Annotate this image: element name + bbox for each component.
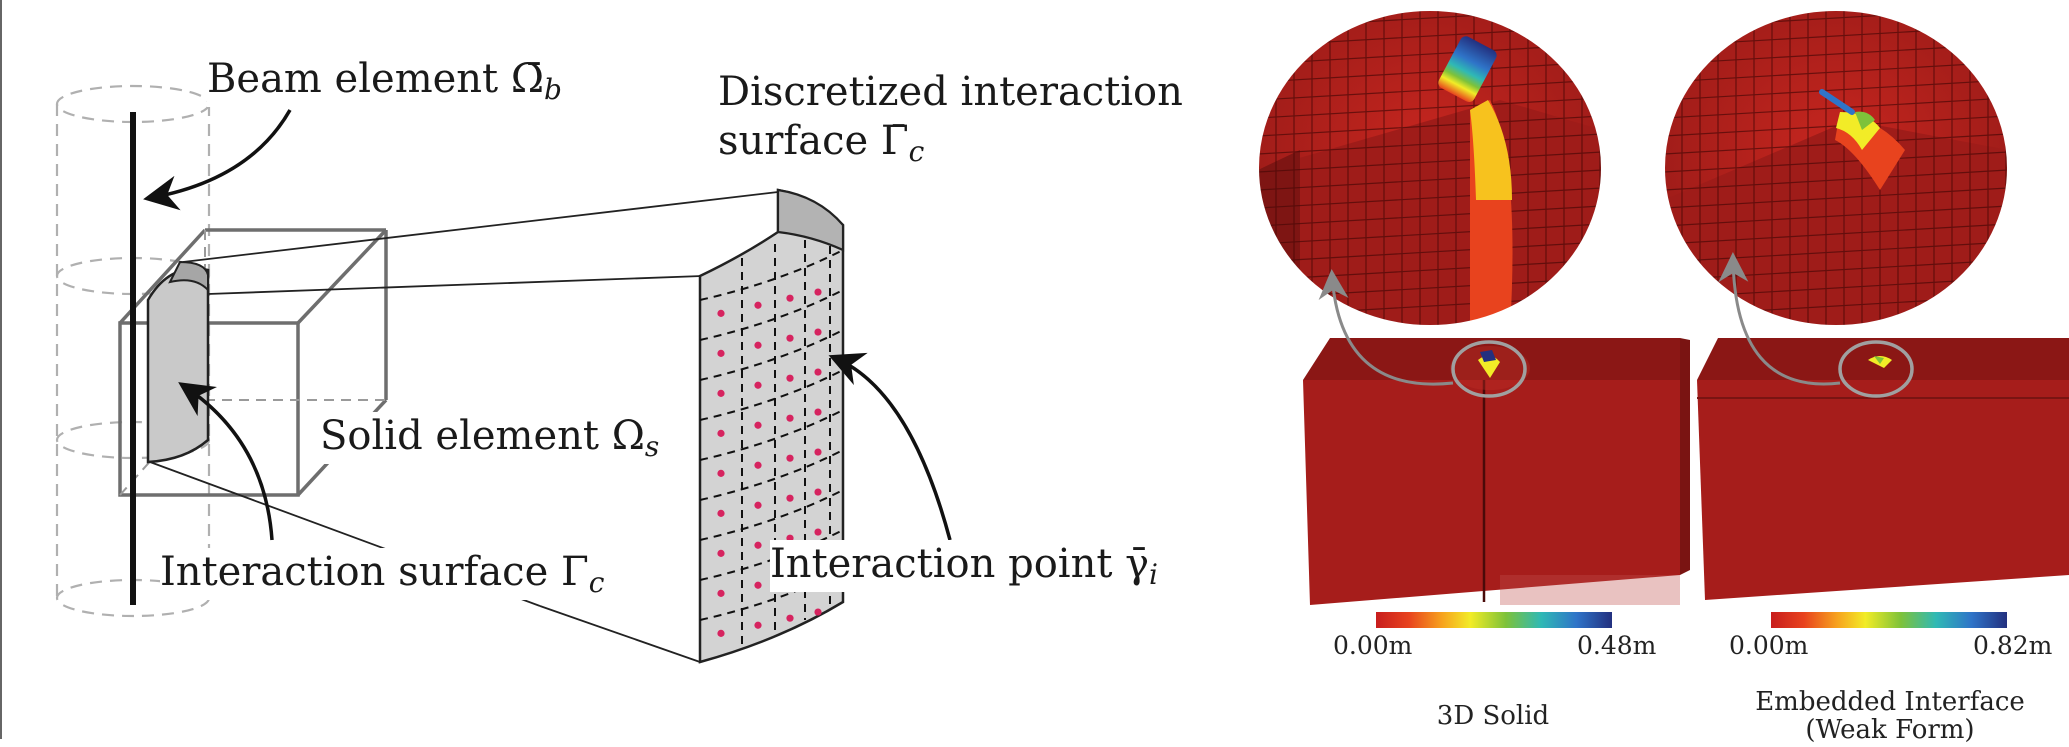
interaction-point-dot — [754, 461, 762, 469]
color-scale-embedded — [1771, 612, 2007, 628]
mesh-line — [1258, 259, 1602, 281]
mesh-line — [1258, 205, 1602, 227]
color-scale-solid — [1376, 612, 1612, 628]
interaction-points — [717, 288, 822, 637]
embedded-block-3d — [1697, 338, 2069, 600]
interaction-point-dot — [786, 494, 794, 502]
mesh-line — [1258, 61, 1602, 83]
zoom-view-embedded — [1663, 9, 2009, 327]
mesh-line — [1664, 61, 2008, 83]
interaction-point-dot — [814, 608, 822, 616]
interaction-point-dot — [717, 349, 725, 357]
interaction-point-dot — [754, 381, 762, 389]
mesh-line — [1258, 133, 1602, 155]
mesh-line — [1258, 241, 1602, 263]
discretized-surface-label-line2: surface Γ̄c — [718, 117, 925, 169]
detail-feature-solid — [1478, 350, 1500, 378]
interaction-point-dot — [754, 501, 762, 509]
mesh-line — [1664, 133, 2008, 155]
surface-arrow — [178, 382, 274, 541]
mesh-line — [1664, 223, 2008, 245]
mesh-line — [1664, 10, 2008, 11]
interaction-point-dot — [717, 549, 725, 557]
zoom-view-solid — [1257, 9, 1603, 327]
beam-arrow — [143, 109, 292, 211]
interaction-point-dot — [717, 589, 725, 597]
interaction-point-dot — [717, 309, 725, 317]
detail-feature-embedded — [1868, 356, 1892, 368]
mesh-line — [1258, 187, 1602, 209]
zoom-arrow-embedded — [1718, 252, 1841, 386]
interaction-point-dot — [786, 454, 794, 462]
interaction-point-dot — [786, 294, 794, 302]
mesh-line — [1664, 169, 2008, 191]
mesh-line — [1258, 10, 1602, 11]
mesh-line — [1664, 97, 2008, 119]
interaction-point-dot — [717, 629, 725, 637]
interaction-point-dot — [786, 614, 794, 622]
mesh-line — [1258, 115, 1602, 137]
mesh-line — [1664, 151, 2008, 173]
interaction-point-dot — [754, 621, 762, 629]
beam-element-label: Beam element Ω̄b — [207, 55, 562, 107]
interaction-point-dot — [754, 421, 762, 429]
interaction-point-dot — [786, 374, 794, 382]
mesh-line — [1258, 97, 1602, 119]
interaction-point-dot — [814, 328, 822, 336]
interaction-point-dot — [717, 509, 725, 517]
scale-max-embedded: 0.82m — [1973, 631, 2053, 660]
zoom-arrow-solid — [1318, 269, 1454, 386]
interaction-point-dot — [717, 429, 725, 437]
scale-min-solid: 0.00m — [1333, 631, 1413, 660]
caption-embedded-line2: (Weak Form) — [1805, 715, 1975, 745]
mesh-line — [1258, 223, 1602, 245]
mesh-line — [1664, 205, 2008, 227]
discretized-surface-label-line1: Discretized interaction — [718, 68, 1183, 116]
point-arrow — [828, 352, 952, 541]
interaction-point-dot — [814, 448, 822, 456]
mesh-line — [1258, 151, 1602, 173]
interaction-point-label: Interaction point γ̄i — [770, 540, 1159, 592]
interaction-point-dot — [717, 389, 725, 397]
interaction-point-dot — [786, 334, 794, 342]
interaction-point-dot — [814, 288, 822, 296]
mesh-line — [1258, 169, 1602, 191]
mesh-line — [1664, 115, 2008, 137]
scale-max-solid: 0.48m — [1577, 631, 1657, 660]
solid-block-3d — [1303, 338, 1690, 605]
interaction-point-dot — [814, 408, 822, 416]
detail-circle-solid — [1451, 340, 1527, 398]
interaction-point-dot — [754, 541, 762, 549]
mesh-line — [1258, 79, 1602, 101]
scale-min-embedded: 0.00m — [1729, 631, 1809, 660]
interaction-point-dot — [786, 414, 794, 422]
interaction-surface-label: Interaction surface Γc — [160, 548, 605, 600]
mesh-line — [1664, 187, 2008, 209]
interaction-point-dot — [754, 581, 762, 589]
interaction-point-dot — [814, 528, 822, 536]
solid-element-label: Solid element Ωs — [320, 412, 660, 464]
interaction-point-dot — [717, 469, 725, 477]
interaction-point-dot — [814, 368, 822, 376]
interaction-surface-patch — [146, 260, 210, 464]
interaction-point-dot — [754, 301, 762, 309]
detail-circle-embedded — [1838, 340, 1914, 398]
interaction-point-dot — [814, 488, 822, 496]
interaction-point-dot — [754, 341, 762, 349]
mesh-line — [1664, 79, 2008, 101]
caption-3d-solid: 3D Solid — [1436, 701, 1550, 731]
caption-embedded-line1: Embedded Interface — [1755, 687, 2025, 717]
